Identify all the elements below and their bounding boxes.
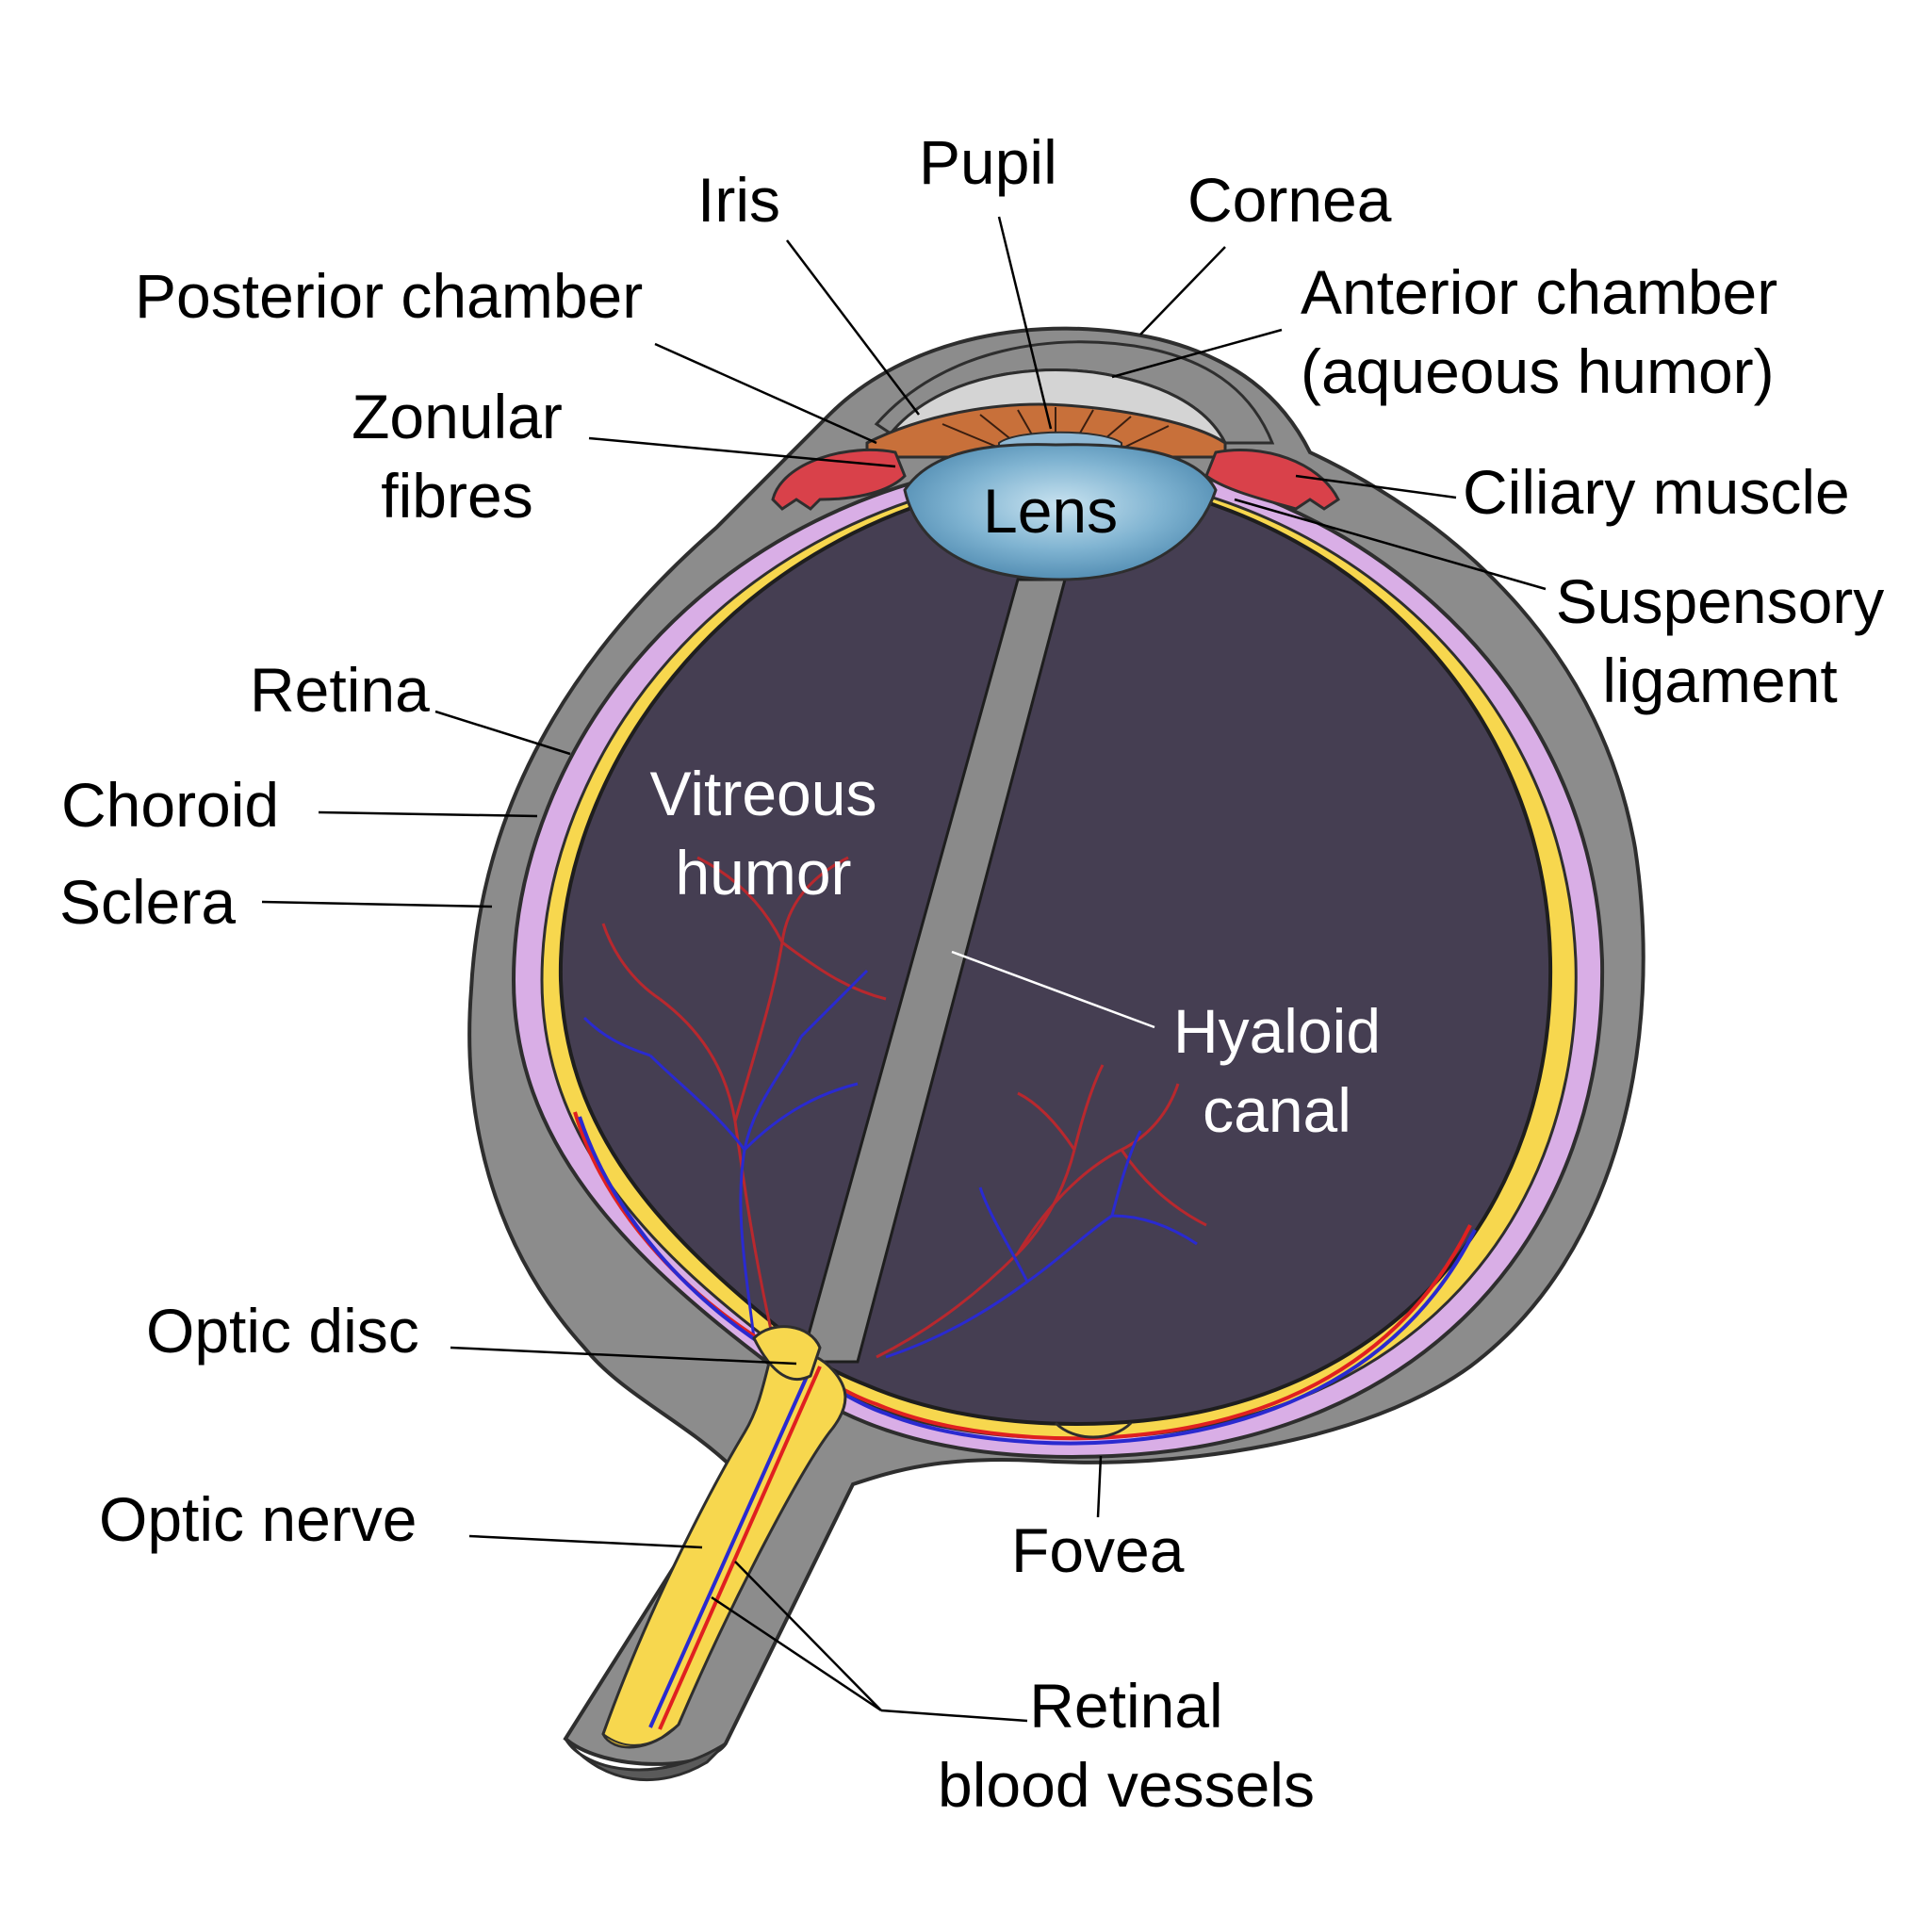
label-pupil: Pupil <box>919 127 1057 197</box>
label-retinal-vessels-line2: blood vessels <box>938 1750 1315 1820</box>
label-zonular-line2: fibres <box>381 461 533 531</box>
label-retina: Retina <box>250 655 430 725</box>
label-optic-disc: Optic disc <box>146 1296 419 1366</box>
label-hyaloid-line2: canal <box>1203 1075 1351 1145</box>
label-vitreous-line2: humor <box>675 838 852 908</box>
label-suspensory-line1: Suspensory <box>1555 566 1885 636</box>
label-zonular-fibres: Zonular fibres <box>339 377 575 535</box>
label-anterior-chamber-line1: Anterior chamber <box>1301 257 1778 327</box>
label-anterior-chamber-line2: (aqueous humor) <box>1301 336 1775 406</box>
retinal-vessels-wall <box>573 1111 1477 1446</box>
label-retinal-blood-vessels: Retinal blood vessels <box>914 1666 1338 1824</box>
lens-shape <box>903 443 1218 581</box>
label-retinal-vessels-line1: Retinal <box>1029 1671 1223 1741</box>
label-zonular-line1: Zonular <box>352 382 563 451</box>
label-fovea: Fovea <box>1011 1515 1185 1585</box>
label-ciliary-muscle: Ciliary muscle <box>1463 457 1850 527</box>
optic-nerve-shape <box>601 1346 847 1749</box>
hyaloid-leader <box>951 950 1155 1029</box>
label-optic-nerve: Optic nerve <box>99 1484 418 1554</box>
label-sclera: Sclera <box>59 867 237 937</box>
ciliary-body-right <box>1204 448 1340 511</box>
label-vitreous-humor: Vitreous humor <box>613 754 914 912</box>
retinal-vessels-fundus <box>582 856 1207 1359</box>
label-cornea: Cornea <box>1187 165 1392 235</box>
label-hyaloid-line1: Hyaloid <box>1172 996 1382 1066</box>
label-suspensory-line2: ligament <box>1602 646 1838 715</box>
label-hyaloid-canal: Hyaloid canal <box>1145 991 1409 1150</box>
label-choroid: Choroid <box>61 770 280 840</box>
label-posterior-chamber: Posterior chamber <box>135 261 644 331</box>
fovea-shape <box>1054 1421 1133 1439</box>
leader-lines <box>261 216 1547 1723</box>
vitreous-body <box>558 473 1553 1426</box>
label-iris: Iris <box>697 165 780 235</box>
optic-disc-shape <box>752 1325 822 1382</box>
label-lens: Lens <box>983 476 1119 546</box>
label-suspensory-ligament: Suspensory ligament <box>1536 562 1904 720</box>
label-vitreous-line1: Vitreous <box>649 759 877 828</box>
label-anterior-chamber: Anterior chamber (aqueous humor) <box>1301 253 1777 411</box>
